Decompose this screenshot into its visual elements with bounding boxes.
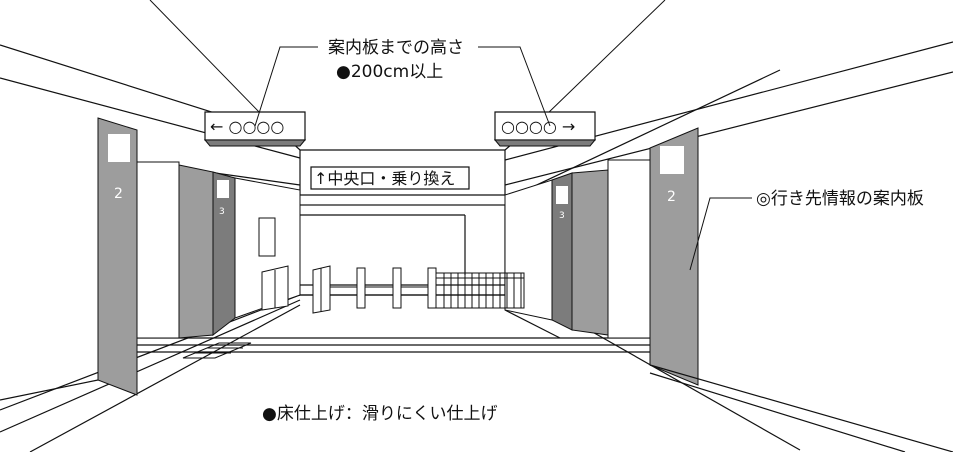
left-far-column: 3	[136, 161, 301, 339]
destination-callout-line	[689, 197, 752, 271]
gate-fence	[435, 272, 525, 309]
center-sign: ↑中央口・乗り換え	[310, 166, 470, 190]
right-hanging-sign: ○○○○ →	[493, 111, 597, 147]
far-right-column-number: 3	[559, 211, 565, 221]
right-floor-lines	[0, 364, 953, 452]
tactile-paving	[182, 342, 252, 359]
height-callout-lines	[254, 46, 551, 127]
right-far-column: 3	[504, 159, 651, 339]
center-sign-text: ↑中央口・乗り換え	[314, 169, 455, 188]
ticket-gates	[261, 265, 437, 314]
sign-height-value: ●200cm以上	[336, 62, 443, 82]
destination-info-label: ◎行き先情報の案内板	[756, 189, 924, 209]
left-hanging-sign: ← ○○○○	[203, 111, 307, 147]
sign-height-title: 案内板までの高さ	[328, 38, 464, 58]
floor-finish-label: ●床仕上げ：滑りにくい仕上げ	[262, 404, 498, 424]
near-right-column-number: 2	[667, 189, 676, 205]
near-left-column: 2	[97, 117, 138, 396]
near-left-column-number: 2	[114, 186, 123, 202]
left-sign-text: ← ○○○○	[210, 117, 284, 136]
ceiling-perspective-lines	[149, 0, 666, 116]
far-left-column-number: 3	[219, 207, 225, 217]
right-sign-text: ○○○○ →	[501, 117, 575, 136]
near-right-column: 2	[649, 127, 699, 386]
